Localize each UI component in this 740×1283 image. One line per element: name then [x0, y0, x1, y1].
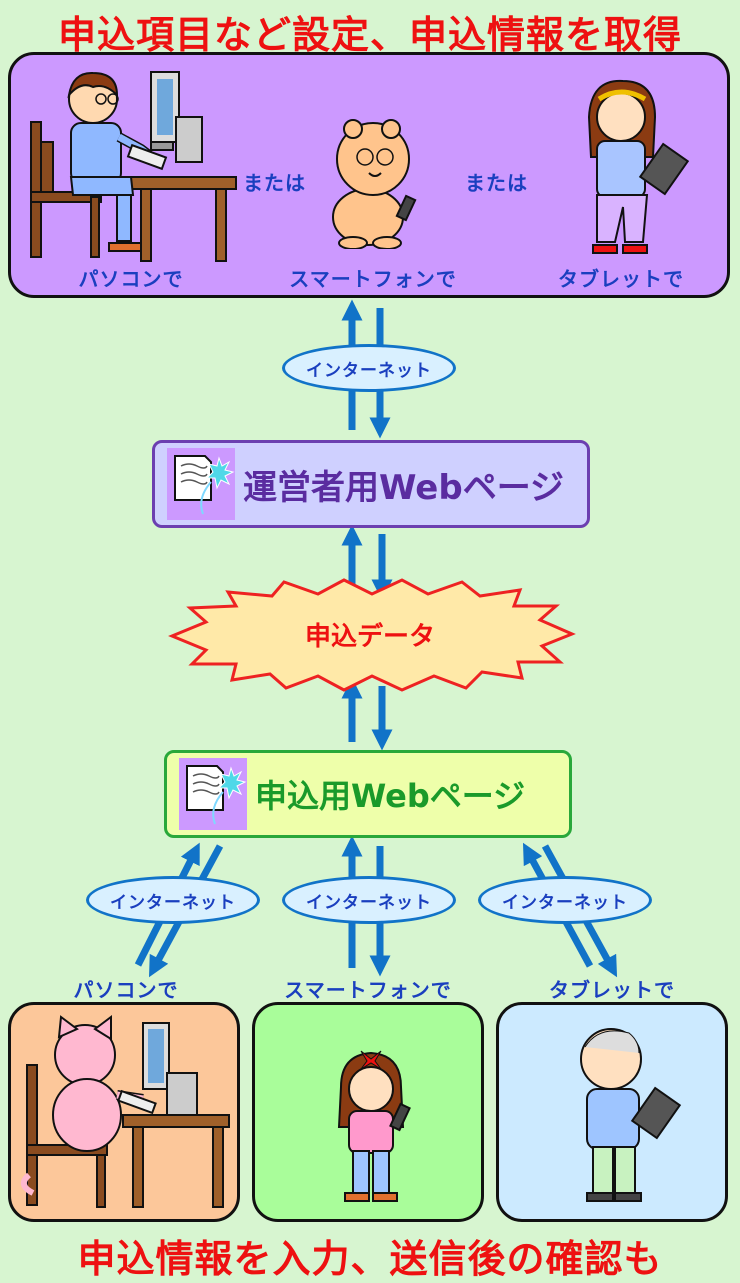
- data-burst-label: 申込データ: [304, 622, 435, 652]
- web-page-document-icon: [167, 448, 235, 520]
- pc-cat-illustration: [20, 1015, 230, 1208]
- admin-web-page-box: 運営者用Webページ: [152, 440, 590, 528]
- page-title: 申込項目など設定、申込情報を取得: [57, 13, 682, 57]
- smartphone-cat-illustration: [332, 119, 417, 249]
- footer-title: 申込情報を入力、送信後の確認も: [77, 1237, 663, 1281]
- internet-label-smartphone: インターネット: [282, 876, 456, 924]
- or-label-2: または: [465, 171, 528, 195]
- bottom-device-label-tablet: タブレットで: [549, 978, 675, 1002]
- applicant-smartphone-panel: [252, 1002, 484, 1222]
- smartphone-girl-illustration: [337, 1050, 411, 1202]
- data-burst-shape: [168, 578, 576, 692]
- bottom-device-label-pc: パソコンで: [73, 978, 179, 1002]
- top-device-label-tablet: タブレットで: [558, 267, 684, 291]
- web-page-document-icon: [179, 758, 247, 830]
- internet-label-pc: インターネット: [86, 876, 260, 924]
- internet-label-tablet: インターネット: [478, 876, 652, 924]
- top-device-label-smartphone: スマートフォンで: [289, 267, 457, 291]
- bottom-device-label-smartphone: スマートフォンで: [284, 978, 452, 1002]
- internet-label-top: インターネット: [282, 344, 456, 392]
- pc-user-illustration: [30, 71, 237, 262]
- or-label-1: または: [243, 171, 306, 195]
- admin-web-page-label: 運営者用Webページ: [243, 467, 565, 508]
- operator-devices-panel: または または パソコンで スマートフォンで タブレットで: [8, 52, 730, 298]
- form-web-page-label: 申込用Webページ: [255, 777, 526, 815]
- tablet-girl-illustration: [587, 79, 690, 254]
- form-web-page-box: 申込用Webページ: [164, 750, 572, 838]
- applicant-tablet-panel: [496, 1002, 728, 1222]
- tablet-man-illustration: [580, 1028, 682, 1202]
- applicant-pc-panel: [8, 1002, 240, 1222]
- top-device-label-pc: パソコンで: [78, 267, 184, 291]
